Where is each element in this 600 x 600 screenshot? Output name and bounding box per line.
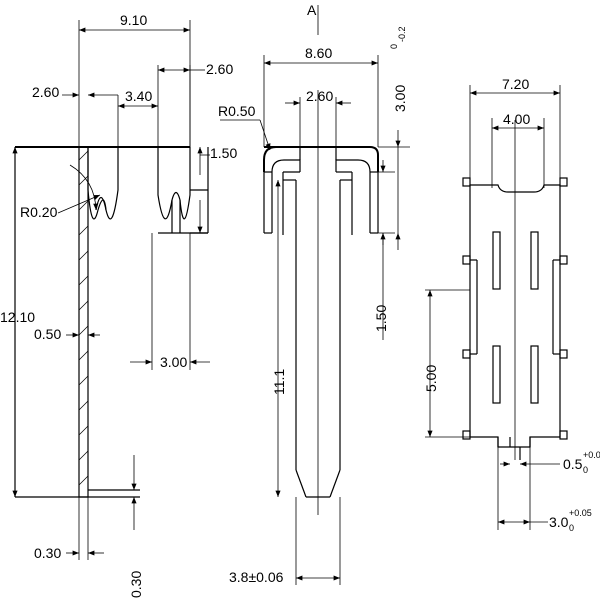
dim-top-width-total-text: 7.20 bbox=[502, 76, 529, 92]
top-view-outline bbox=[462, 177, 568, 460]
dim-side-pin-tip: 0.30 bbox=[128, 455, 144, 598]
dim-side-right-offset: 2.60 bbox=[158, 61, 233, 77]
dim-front-pin-width-text: 3.8±0.06 bbox=[229, 569, 284, 585]
dim-side-middle-gap-text: 3.40 bbox=[125, 88, 152, 104]
dim-side-middle-gap: 3.40 bbox=[118, 88, 158, 109]
dim-side-right-offset-text: 2.60 bbox=[206, 61, 233, 77]
dim-side-left-offset-text: 2.60 bbox=[32, 84, 59, 100]
dim-front-center-width-text: 2.60 bbox=[306, 88, 333, 104]
front-view: A 8.60 2.60 R0.50 bbox=[218, 2, 410, 585]
dim-side-pin-tip-text: 0.30 bbox=[128, 571, 144, 598]
dim-top-slot-base-tol-top: +0.05 bbox=[569, 508, 592, 518]
dim-front-height-top-text: 3.00 bbox=[392, 85, 408, 112]
dim-side-width-total: 9.10 bbox=[79, 12, 190, 33]
dim-front-corner-radius: R0.50 bbox=[218, 103, 271, 151]
dim-top-slot-width: 4.00 bbox=[492, 111, 544, 131]
dim-top-slot-base-tol-bottom: 0 bbox=[569, 523, 574, 533]
dim-top-slot-small-tol-bottom: 0 bbox=[583, 465, 588, 475]
dim-top-width-total: 7.20 bbox=[470, 76, 560, 96]
dim-side-inner-radius: R0.20 bbox=[20, 164, 101, 220]
dim-side-tab-spacing-text: 3.00 bbox=[160, 354, 187, 370]
dim-front-corner-radius-text: R0.50 bbox=[218, 103, 256, 119]
front-section-arrow: A bbox=[307, 2, 319, 35]
dim-side-pin-width: 0.30 bbox=[34, 545, 104, 561]
dim-front-height-tol-bottom: -0.2 bbox=[397, 26, 407, 42]
dim-front-pin-length: 11.1 bbox=[271, 180, 287, 497]
dim-side-tab-height-text: 1.50 bbox=[210, 145, 237, 161]
dim-side-tab-height: 1.50 bbox=[197, 145, 237, 233]
top-view: 7.20 4.00 5.00 0.5 +0.03 0 3.0 +0.05 0 bbox=[423, 76, 600, 533]
dim-front-side-height-text: 1.50 bbox=[373, 305, 389, 332]
side-view: 9.10 2.60 3.40 2.60 1.50 bbox=[0, 12, 237, 598]
dim-side-width-total-text: 9.10 bbox=[120, 12, 147, 28]
dim-side-height-total-text: 12.10 bbox=[0, 309, 35, 325]
dim-top-slot-width-text: 4.00 bbox=[503, 111, 530, 127]
dim-side-left-offset: 2.60 bbox=[32, 84, 118, 100]
dim-side-pin-thickness-text: 0.50 bbox=[34, 326, 61, 342]
dim-side-height-total: 12.10 bbox=[0, 147, 35, 497]
front-section-label: A bbox=[307, 2, 317, 18]
dim-top-slot-base: 3.0 +0.05 0 bbox=[498, 508, 592, 533]
side-view-hatching bbox=[78, 150, 89, 486]
dim-side-inner-radius-text: R0.20 bbox=[20, 204, 58, 220]
dim-front-width-total-text: 8.60 bbox=[305, 45, 332, 61]
dim-front-side-height: 1.50 bbox=[373, 160, 389, 340]
dim-top-slot-base-text: 3.0 bbox=[549, 514, 569, 530]
front-view-outline bbox=[263, 146, 379, 498]
dim-top-slot-small: 0.5 +0.03 0 bbox=[500, 450, 600, 475]
side-view-outline bbox=[14, 146, 209, 498]
dim-side-pin-thickness: 0.50 bbox=[34, 326, 100, 342]
dim-top-slot-small-text: 0.5 bbox=[563, 456, 583, 472]
dim-front-width-total: 8.60 bbox=[264, 45, 378, 66]
dim-top-height-total: 5.00 bbox=[423, 290, 439, 437]
dim-side-tab-spacing: 3.00 bbox=[130, 354, 210, 370]
dim-side-pin-width-text: 0.30 bbox=[34, 545, 61, 561]
dim-front-center-width: 2.60 bbox=[285, 88, 351, 106]
dim-front-pin-width: 3.8±0.06 bbox=[229, 569, 340, 585]
dim-front-height-top: 3.00 0 -0.2 bbox=[389, 26, 408, 250]
dim-front-height-tol-top: 0 bbox=[389, 44, 399, 49]
dim-top-height-total-text: 5.00 bbox=[423, 365, 439, 392]
dim-front-pin-length-text: 11.1 bbox=[271, 369, 287, 395]
dim-top-slot-small-tol-top: +0.03 bbox=[583, 450, 600, 460]
